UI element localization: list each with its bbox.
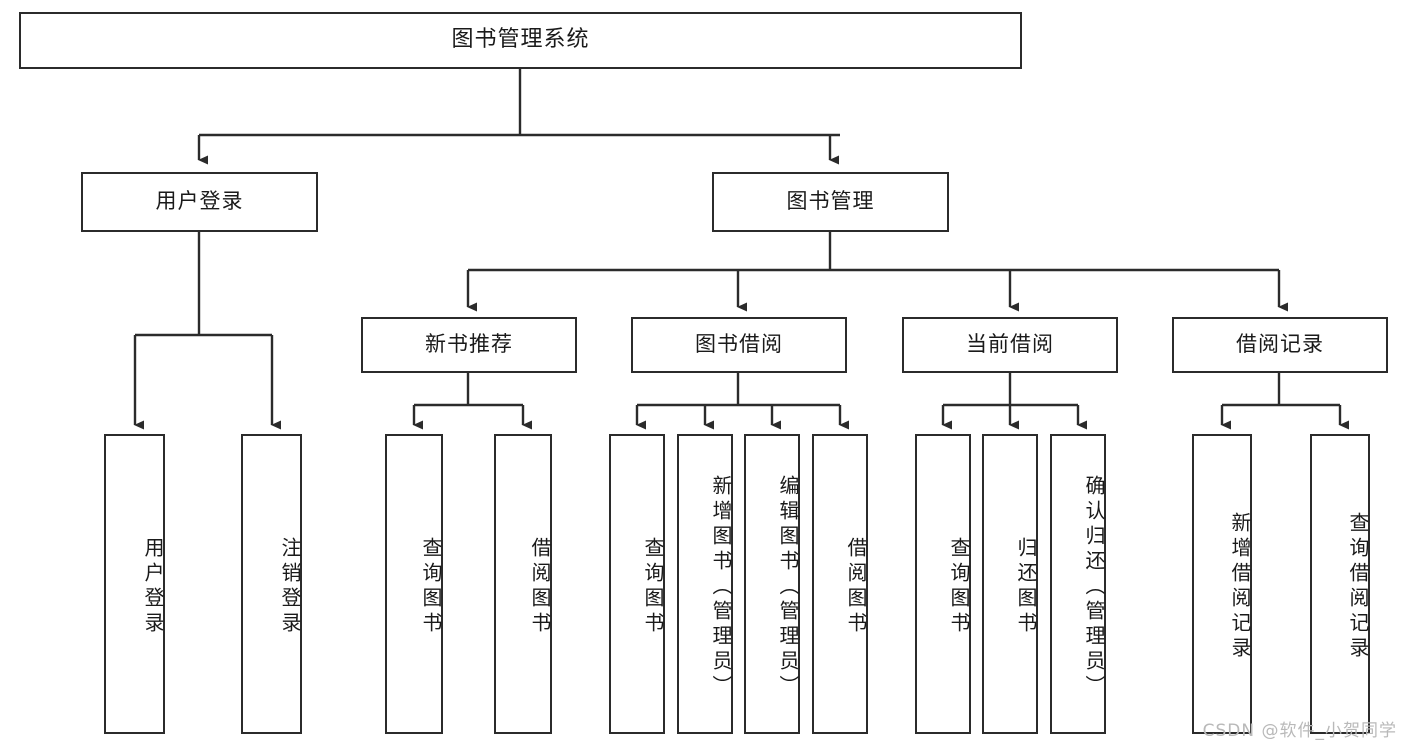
node-label: 新增图书（管理员） — [709, 474, 733, 700]
node-user-login[interactable]: 用户登录 — [81, 172, 318, 232]
leaf-book-borrow-borrow[interactable]: 借阅图书 — [812, 434, 868, 734]
node-new-book-recommend[interactable]: 新书推荐 — [361, 317, 577, 373]
node-label: 新增借阅记录 — [1228, 512, 1252, 662]
leaf-borrow-record-add[interactable]: 新增借阅记录 — [1192, 434, 1252, 734]
node-label: 用户登录 — [155, 189, 244, 214]
leaf-current-borrow-confirm-return[interactable]: 确认归还（管理员） — [1050, 434, 1106, 734]
node-label: 用户登录 — [141, 537, 165, 637]
leaf-borrow-record-query[interactable]: 查询借阅记录 — [1310, 434, 1370, 734]
node-current-borrow[interactable]: 当前借阅 — [902, 317, 1118, 373]
node-book-borrow[interactable]: 图书借阅 — [631, 317, 847, 373]
node-label: 图书借阅 — [695, 332, 783, 357]
node-label: 图书管理系统 — [451, 27, 590, 53]
leaf-user-login-signout[interactable]: 注销登录 — [241, 434, 302, 734]
leaf-book-borrow-query[interactable]: 查询图书 — [609, 434, 665, 734]
node-book-management[interactable]: 图书管理 — [712, 172, 949, 232]
leaf-current-borrow-return[interactable]: 归还图书 — [982, 434, 1038, 734]
csdn-watermark: CSDN @软件_小贺同学 — [1202, 721, 1397, 741]
leaf-current-borrow-query[interactable]: 查询图书 — [915, 434, 971, 734]
node-label: 注销登录 — [278, 537, 302, 637]
leaf-book-borrow-add[interactable]: 新增图书（管理员） — [677, 434, 733, 734]
node-label: 编辑图书（管理员） — [776, 474, 800, 700]
node-label: 确认归还（管理员） — [1082, 474, 1106, 700]
node-label: 归还图书 — [1014, 537, 1038, 637]
node-root-system[interactable]: 图书管理系统 — [19, 12, 1022, 69]
node-label: 借阅图书 — [528, 537, 552, 637]
node-label: 图书管理 — [786, 189, 875, 214]
node-label: 查询图书 — [641, 537, 665, 637]
node-label: 查询图书 — [947, 537, 971, 637]
node-borrow-record[interactable]: 借阅记录 — [1172, 317, 1388, 373]
leaf-new-book-query[interactable]: 查询图书 — [385, 434, 443, 734]
node-label: 借阅图书 — [844, 537, 868, 637]
leaf-book-borrow-edit[interactable]: 编辑图书（管理员） — [744, 434, 800, 734]
leaf-user-login-signin[interactable]: 用户登录 — [104, 434, 165, 734]
node-label: 新书推荐 — [425, 332, 513, 357]
node-label: 借阅记录 — [1236, 332, 1324, 357]
node-label: 查询借阅记录 — [1346, 512, 1370, 662]
node-label: 当前借阅 — [966, 332, 1054, 357]
leaf-new-book-borrow[interactable]: 借阅图书 — [494, 434, 552, 734]
node-label: 查询图书 — [419, 537, 443, 637]
